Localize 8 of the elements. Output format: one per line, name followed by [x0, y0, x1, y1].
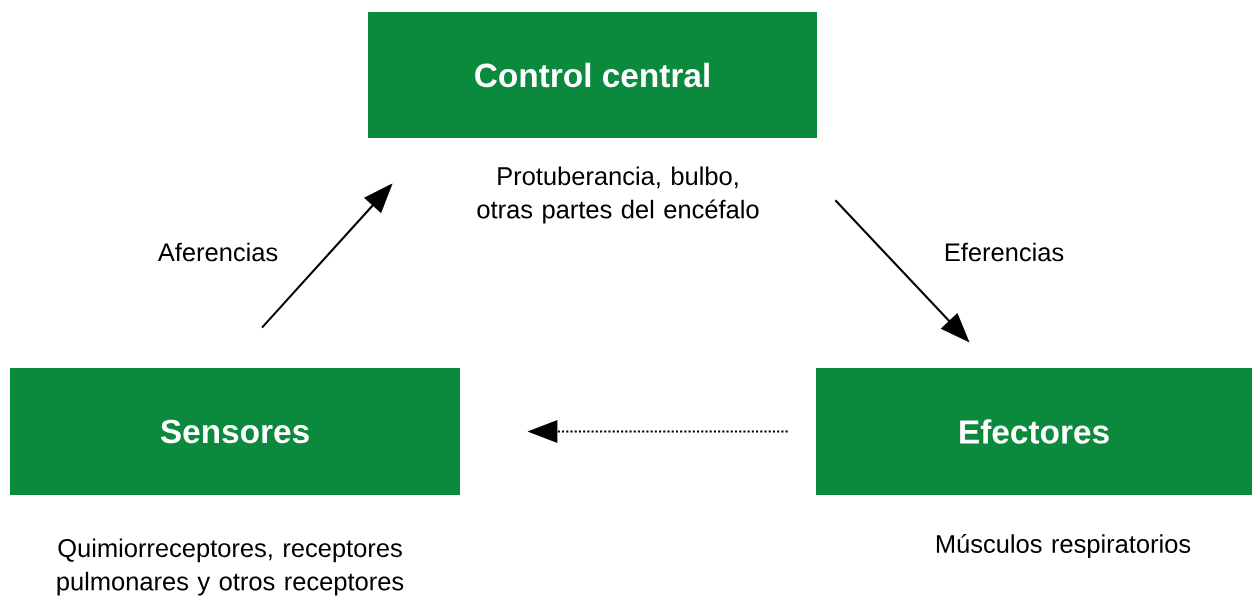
caption-text: Músculos respiratorios	[936, 533, 1191, 558]
edge-label: Eferencias	[945, 242, 1064, 262]
caption-text: Quimiorreceptores, receptores pulmonares y otros receptores	[57, 538, 404, 596]
process-box: Efectores	[816, 368, 1252, 495]
edge-label: Aferencias	[157, 242, 278, 262]
caption-text: Protuberancia, bulbo, otras partes del encéfalo	[477, 166, 759, 224]
process-box: Control central	[368, 12, 817, 138]
process-box: Sensores	[10, 368, 460, 495]
